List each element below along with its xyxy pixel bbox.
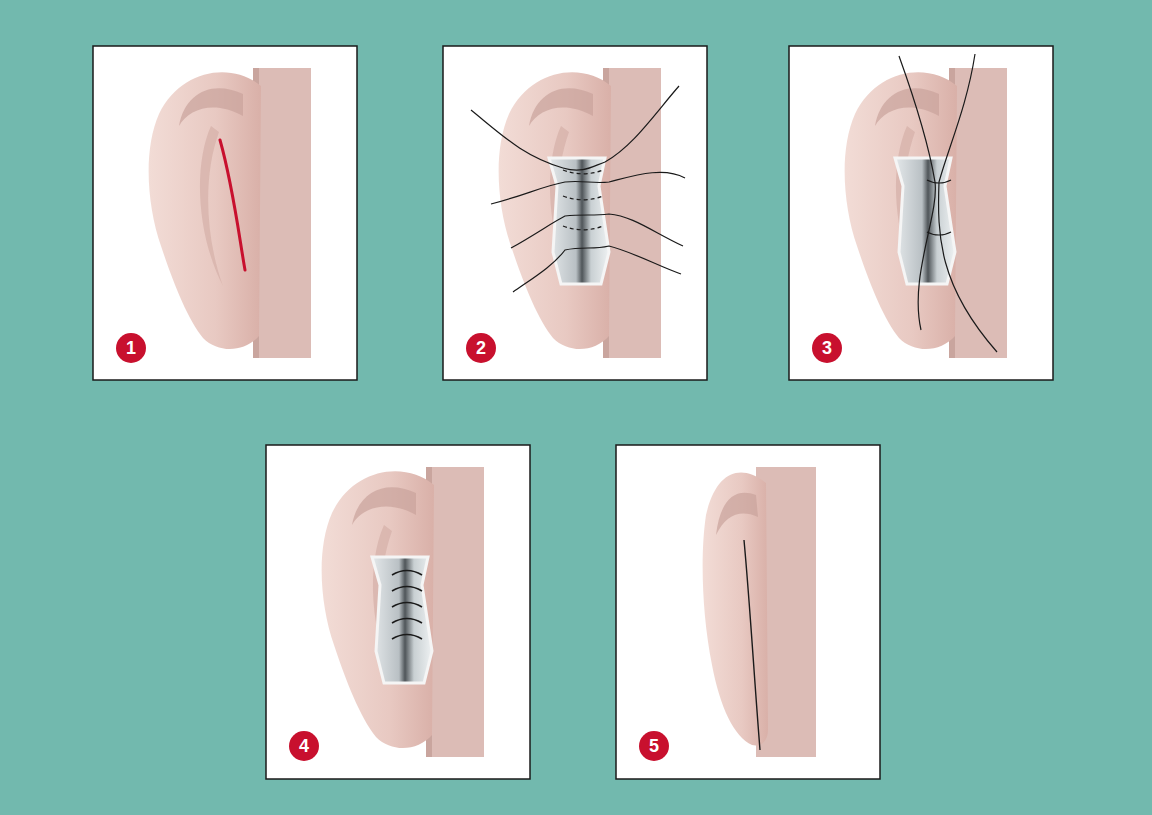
callout-number: 2 [466,333,496,363]
callout-number: 1 [116,333,146,363]
callout-number: 3 [812,333,842,363]
callout-number: 5 [639,731,669,761]
callout-number: 4 [289,731,319,761]
